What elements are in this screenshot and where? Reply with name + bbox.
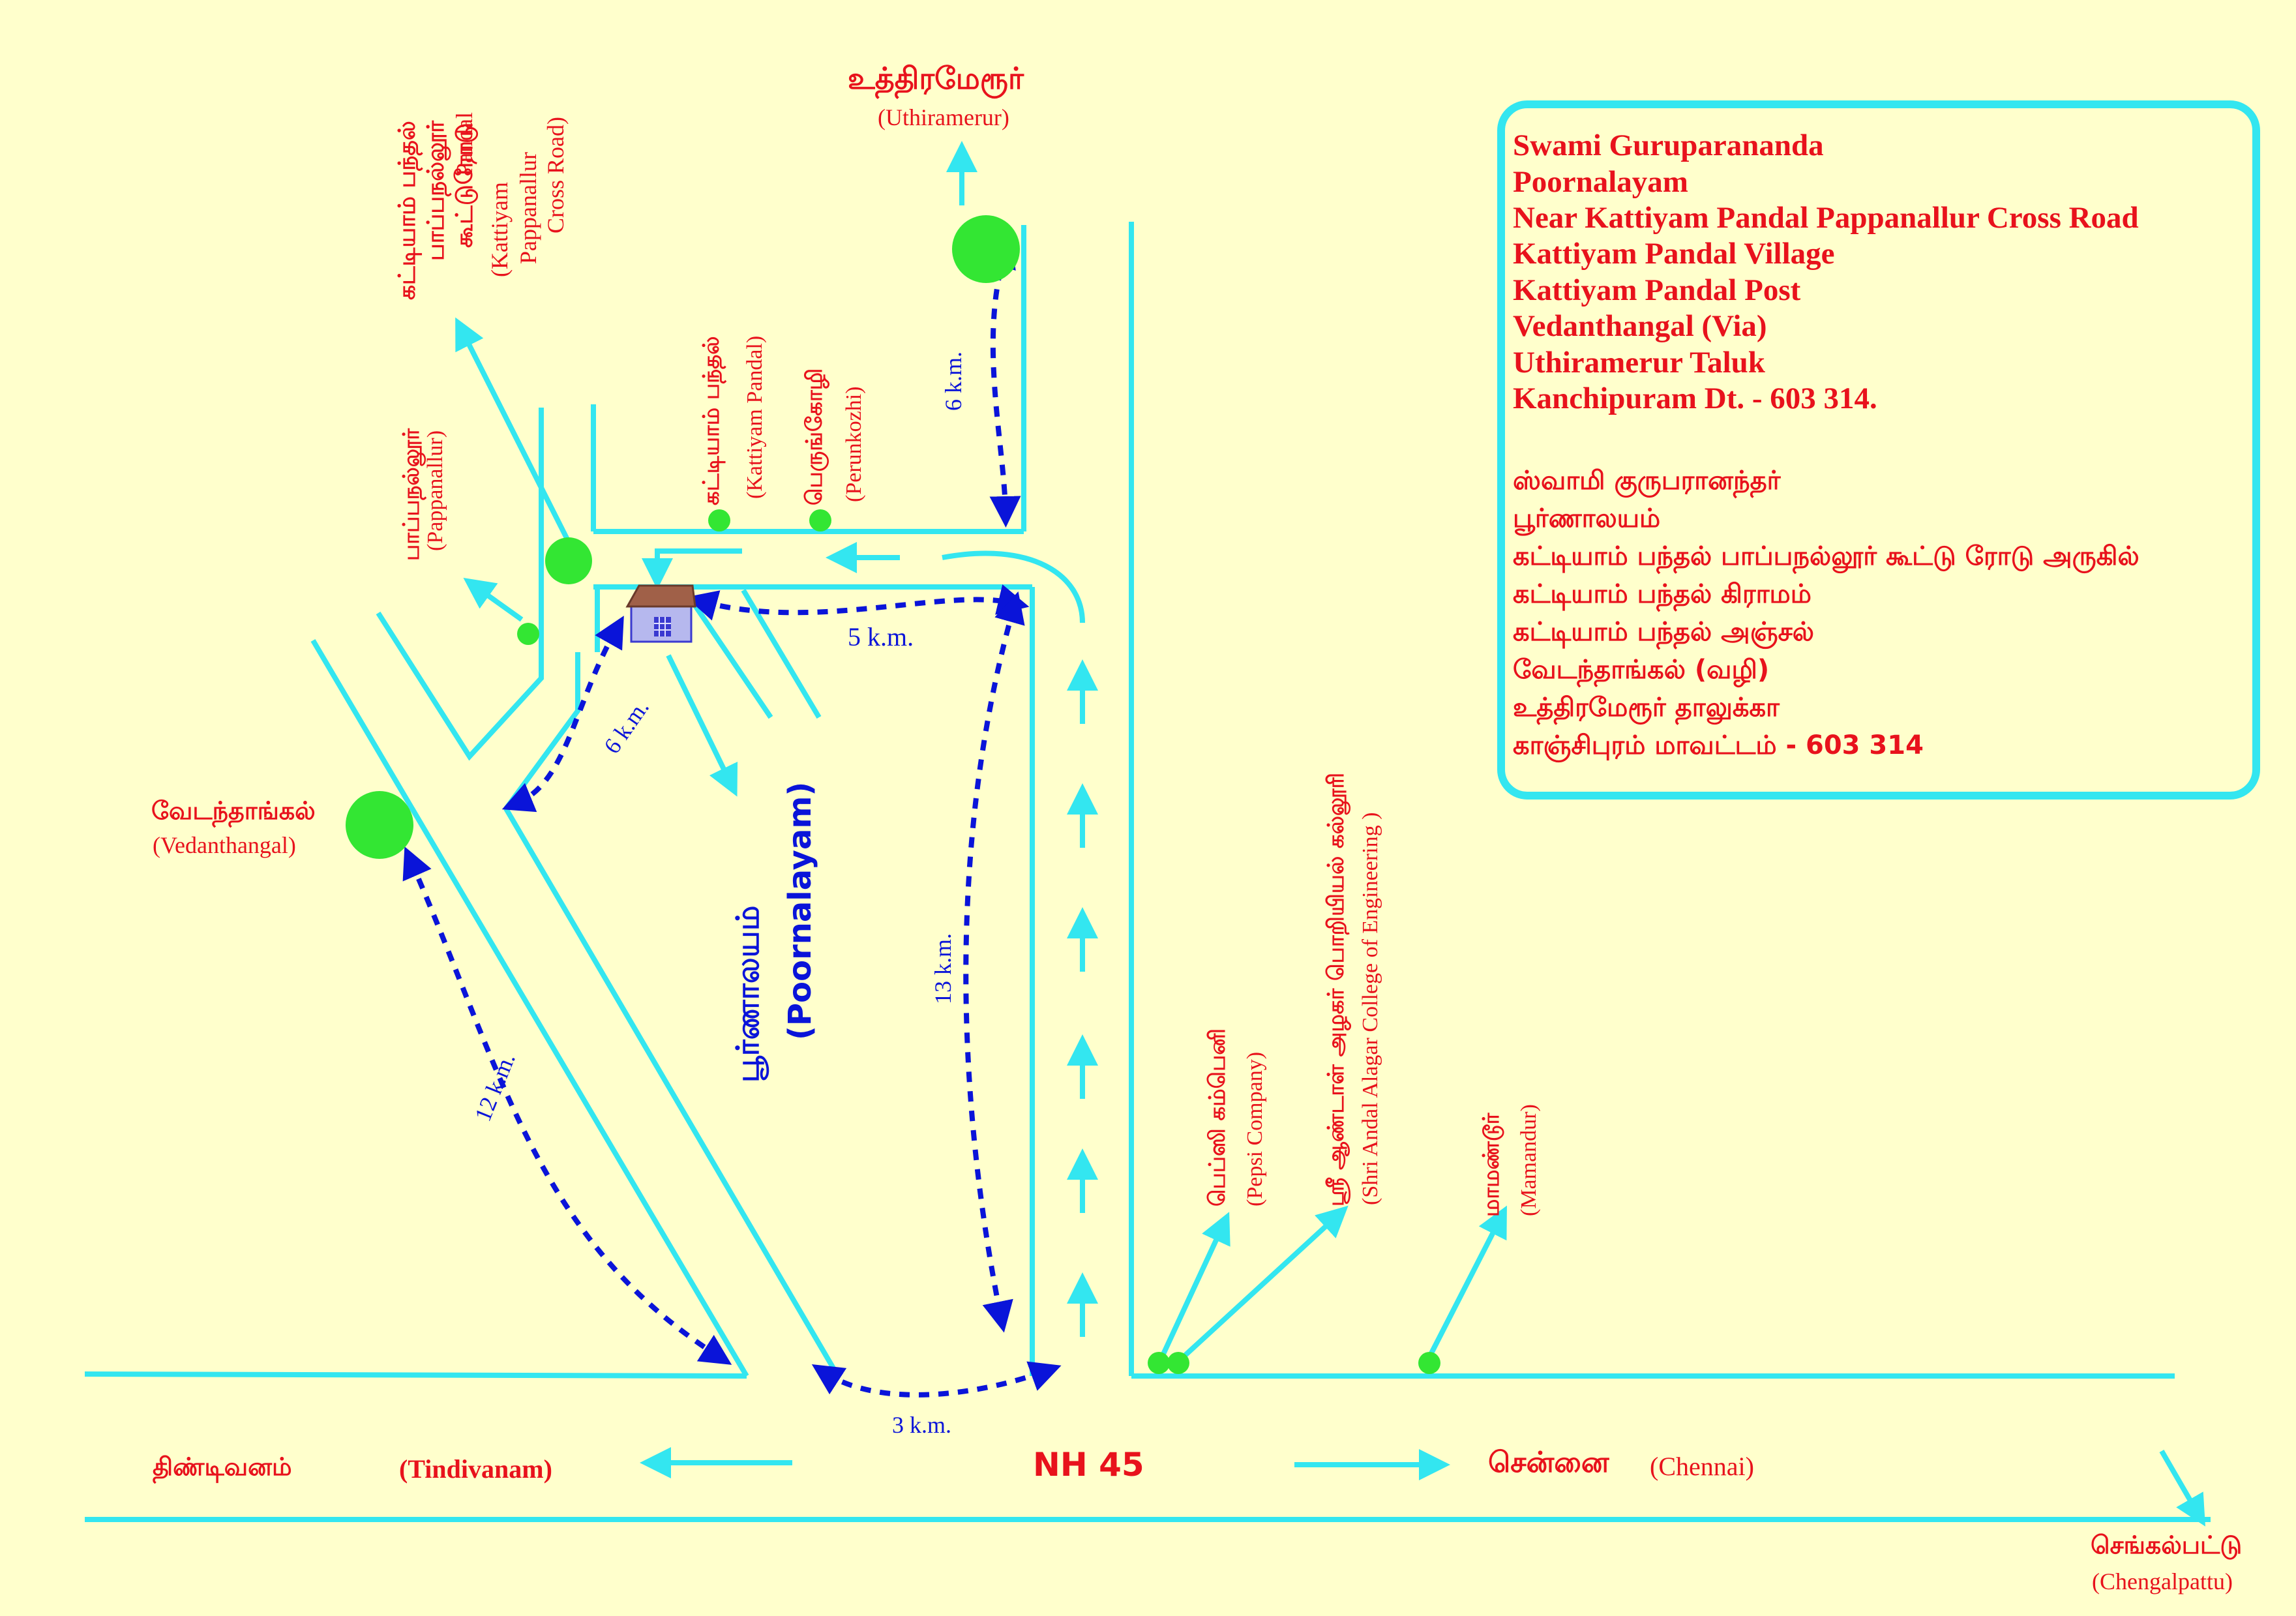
perunkozhi-label-ta: பெருங்கோழி	[801, 368, 827, 505]
address-ta-line: பூர்ணாலயம்	[1513, 503, 1661, 533]
uthiramerur-label-en: (Uthiramerur)	[878, 104, 1009, 130]
chennai-label-en: (Chennai)	[1650, 1452, 1754, 1481]
cross-road-label-ta: கட்டியாம் பந்தல்	[394, 121, 421, 300]
marker-college	[1167, 1352, 1189, 1374]
chengalpattu-label-en: (Chengalpattu)	[2092, 1568, 2233, 1594]
marker-pepsi	[1148, 1352, 1170, 1374]
address-ta-line: கட்டியாம் பந்தல் அஞ்சல்	[1513, 617, 1814, 647]
direction-arrows	[455, 141, 2206, 1527]
address-en-line: Poornalayam	[1513, 165, 1688, 199]
chengalpattu-label-ta: செங்கல்பட்டு	[2091, 1531, 2243, 1559]
marker-mamandur	[1418, 1352, 1440, 1374]
marker-cross-road	[545, 537, 592, 584]
kattiyam-pandal-label-en: (Kattiyam Pandal)	[743, 335, 767, 499]
marker-uthiramerur	[952, 215, 1020, 283]
marker-perunkozhi	[809, 509, 831, 531]
perunkozhi-label-en: (Perunkozhi)	[842, 386, 866, 502]
address-en-line: Swami Guruparananda	[1513, 128, 1824, 162]
nh45-highway	[84, 1371, 2211, 1522]
marker-vedanthangal	[346, 791, 413, 859]
kattiyam-pandal-label-ta: கட்டியாம் பந்தல்	[698, 336, 724, 505]
marker-kattiyam-pandal	[708, 509, 730, 531]
address-ta-line: ஸ்வாமி குருபரானந்தர்	[1513, 466, 1781, 496]
poornalayam-label-ta: பூர்ணாலயம்	[730, 905, 766, 1083]
address-ta-line: கட்டியாம் பந்தல் பாப்பநல்லூர் கூட்டு ரோட…	[1513, 541, 2139, 571]
uthiramerur-label-ta: உத்திரமேரூர்	[848, 61, 1024, 96]
distance-label-uthiramerur: 6 k.m.	[940, 351, 966, 411]
college-label-en: (Shri Andal Alagar College of Engineerin…	[1358, 812, 1382, 1205]
mamandur-label-en: (Mamandur)	[1517, 1104, 1541, 1216]
nh45-label: NH 45	[1033, 1446, 1144, 1484]
address-ta-line: காஞ்சிபுரம் மாவட்டம் - 603 314	[1513, 730, 1924, 760]
marker-pappanallur	[517, 623, 539, 645]
pepsi-label-ta: பெப்ஸி கம்பெனி	[1204, 1028, 1230, 1206]
distance-markers	[402, 236, 1062, 1398]
poornalayam-label-en: (Poornalayam)	[782, 781, 818, 1040]
chennai-label-ta: சென்னை	[1488, 1446, 1609, 1479]
address-box	[1497, 100, 2260, 800]
pepsi-label-en: (Pepsi Company)	[1243, 1051, 1267, 1206]
cross-road-label-en: Pappanallur	[515, 152, 541, 264]
distance-label-junction: 3 k.m.	[892, 1412, 952, 1438]
cross-road-label-en: Cross Road)	[543, 117, 569, 233]
pappanallur-label-ta: பாப்பநல்லூர்	[398, 428, 425, 561]
cross-road-label-en: (Kattiyam	[486, 182, 513, 277]
address-en-line: Uthiramerur Taluk	[1513, 346, 1765, 380]
address-en-line: Kattiyam Pandal Post	[1513, 273, 1801, 307]
distance-label-cross: 5 k.m.	[848, 622, 914, 651]
location-markers	[346, 215, 1440, 1374]
address-en-line: Kanchipuram Dt. - 603 314.	[1513, 382, 1877, 415]
address-ta-line: வேடந்தாங்கல் (வழி)	[1513, 655, 1770, 685]
distance-label-nh45: 13 k.m.	[930, 933, 956, 1004]
tindivanam-label-ta: திண்டிவனம்	[153, 1452, 292, 1481]
address-en-line: Kattiyam Pandal Village	[1513, 237, 1835, 271]
poornalayam-house-icon	[625, 584, 696, 643]
college-label-ta: ஸ்ரீ ஆண்டாள் அழகர் பொறியியல் கல்லூரி	[1323, 772, 1349, 1206]
cross-road-label-ta: பாப்பநல்லூர்	[423, 120, 449, 261]
cross-road-label-en: Pandal	[451, 112, 477, 176]
address-en-line: Vedanthangal (Via)	[1513, 309, 1767, 343]
vedanthangal-label-en: (Vedanthangal)	[153, 832, 296, 858]
tindivanam-label-en: (Tindivanam)	[399, 1454, 552, 1484]
address-en-line: Near Kattiyam Pandal Pappanallur Cross R…	[1513, 201, 2139, 235]
mamandur-label-ta: மாமண்டூர்	[1478, 1113, 1504, 1217]
address-ta-line: கட்டியாம் பந்தல் கிராமம்	[1513, 579, 1811, 609]
pappanallur-label-en: (Pappanallur)	[423, 430, 447, 551]
address-ta-line: உத்திரமேரூர் தாலுக்கா	[1513, 693, 1780, 723]
vedanthangal-label-ta: வேடந்தாங்கல்	[151, 796, 316, 825]
